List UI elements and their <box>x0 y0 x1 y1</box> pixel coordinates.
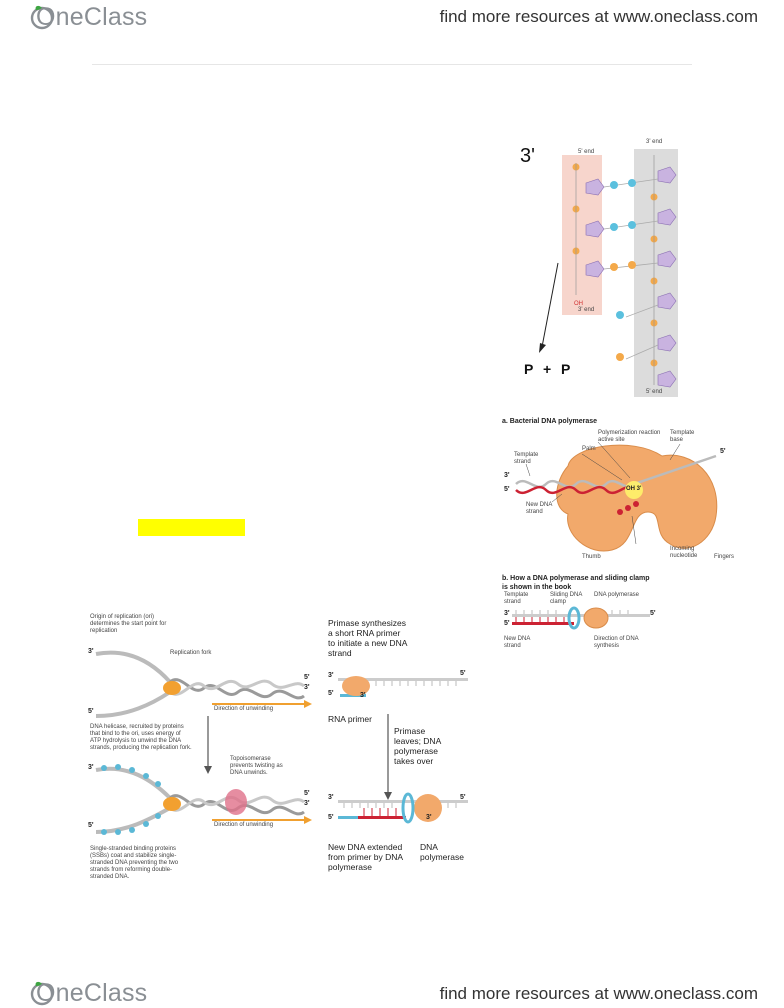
clamp-dna-polymerase-label: DNA polymerase <box>594 592 640 598</box>
replication-fork-label: Replication fork <box>170 650 212 656</box>
nucleotide-diagram <box>539 149 678 397</box>
template-base-label: Template base <box>670 430 695 443</box>
primase-figure: Primase synthesizes a short RNA primer t… <box>324 618 476 872</box>
fingers-label: Fingers <box>714 554 735 560</box>
fork-top-5prime: 5' <box>88 708 94 715</box>
right-5prime-label: 5' <box>720 448 726 455</box>
primase-bottom-inner-3prime: 3' <box>426 814 432 821</box>
fork-bottom-3prime: 3' <box>88 764 94 771</box>
replication-fork-figure: Origin of replication (ori) determines t… <box>88 612 312 882</box>
oneclass-logo-icon <box>30 5 54 30</box>
clamp-right-5prime-label: 5' <box>650 610 656 617</box>
helicase-label: DNA helicase, recruited by proteins that… <box>90 724 192 751</box>
fork-top-right-3prime: 3' <box>304 684 310 691</box>
primase-bottom-5prime: 5' <box>328 814 334 821</box>
incoming-nucleotide-label: Incoming nucleotide <box>670 546 698 559</box>
primase-top-inner-3prime: 3' <box>360 692 366 699</box>
highlight-bar <box>138 519 245 536</box>
right-3-end-label: 3' end <box>646 139 663 145</box>
rna-primer-label: RNA primer <box>328 714 372 724</box>
clamp-diagram <box>512 606 650 630</box>
clamp-figure-title: b. How a DNA polymerase and sliding clam… <box>502 575 650 591</box>
right-5-end-label: 5' end <box>646 389 663 395</box>
origin-label: Origin of replication (ori) determines t… <box>90 614 167 634</box>
footer-brand-name: OneClass <box>36 979 148 1007</box>
dna-polymerase-label: DNA polymerase <box>420 842 464 862</box>
bacterial-polymerase-title: a. Bacterial DNA polymerase <box>502 418 598 425</box>
direction-unwinding-1: Direction of unwinding <box>214 706 274 712</box>
brand-name: OneClass <box>36 3 148 31</box>
oneclass-logo-icon <box>30 981 54 1006</box>
polymerization-site-label: Polymerization reaction active site <box>598 430 661 443</box>
oh-label: OH <box>574 301 583 307</box>
clamp-3prime-label: 3' <box>504 610 510 617</box>
primase-top-right-5prime: 5' <box>460 670 466 677</box>
primase-leaves-label: Primase leaves; DNA polymerase takes ove… <box>394 726 441 766</box>
polymerase-diagram <box>515 441 718 552</box>
strand-5prime-label: 5' <box>504 486 510 493</box>
clamp-figure: b. How a DNA polymerase and sliding clam… <box>502 574 734 654</box>
clamp-new-dna-label: New DNA strand <box>504 636 531 649</box>
clamp-5prime-label: 5' <box>504 620 510 627</box>
bacterial-polymerase-figure: a. Bacterial DNA polymerase Polymerizati… <box>502 416 734 566</box>
fork-bottom-right-5prime: 5' <box>304 790 310 797</box>
fork-top-right-5prime: 5' <box>304 674 310 681</box>
left-3-end-label: 3' end <box>578 307 595 313</box>
primase-top-3prime: 3' <box>328 672 334 679</box>
pi-plus-pi-label: P + P <box>524 361 574 377</box>
primase-bottom-3prime: 3' <box>328 794 334 801</box>
header: OneClass find more resources at www.onec… <box>0 0 784 36</box>
topoisomerase-label: Topoisomerase prevents twisting as DNA u… <box>230 756 283 776</box>
primase-top-5prime: 5' <box>328 690 334 697</box>
primase-diagram <box>338 676 468 824</box>
left-5-end-label: 5' end <box>578 149 595 155</box>
header-divider <box>92 64 692 65</box>
direction-unwinding-2: Direction of unwinding <box>214 822 274 828</box>
template-strand-label: Template strand <box>514 452 539 465</box>
fork-bottom-right-3prime: 3' <box>304 800 310 807</box>
fork-bottom-5prime: 5' <box>88 822 94 829</box>
fork-top-3prime: 3' <box>88 648 94 655</box>
clamp-template-strand-label: Template strand <box>504 592 529 605</box>
oh3-label: OH 3' <box>626 486 642 492</box>
nucleotide-figure: 3' <box>508 135 708 397</box>
new-dna-extended-label: New DNA extended from primer by DNA poly… <box>328 842 403 872</box>
primase-label: Primase synthesizes a short RNA primer t… <box>328 618 407 658</box>
footer-tagline[interactable]: find more resources at www.oneclass.com <box>439 984 758 1003</box>
primase-bottom-right-5prime: 5' <box>460 794 466 801</box>
clamp-direction-label: Direction of DNA synthesis <box>594 636 639 649</box>
big-3prime-label: 3' <box>520 145 535 167</box>
thumb-label: Thumb <box>582 554 601 560</box>
header-tagline[interactable]: find more resources at www.oneclass.com <box>439 7 758 26</box>
strand-3prime-label: 3' <box>504 472 510 479</box>
new-dna-strand-label: New DNA strand <box>526 502 553 515</box>
palm-label: Palm <box>582 446 596 452</box>
sliding-clamp-label: Sliding DNA clamp <box>550 592 583 605</box>
ssb-label: Single-stranded binding proteins (SSBs) … <box>90 846 179 880</box>
replication-fork-diagram <box>95 650 312 835</box>
footer: OneClass find more resources at www.onec… <box>0 972 784 1008</box>
